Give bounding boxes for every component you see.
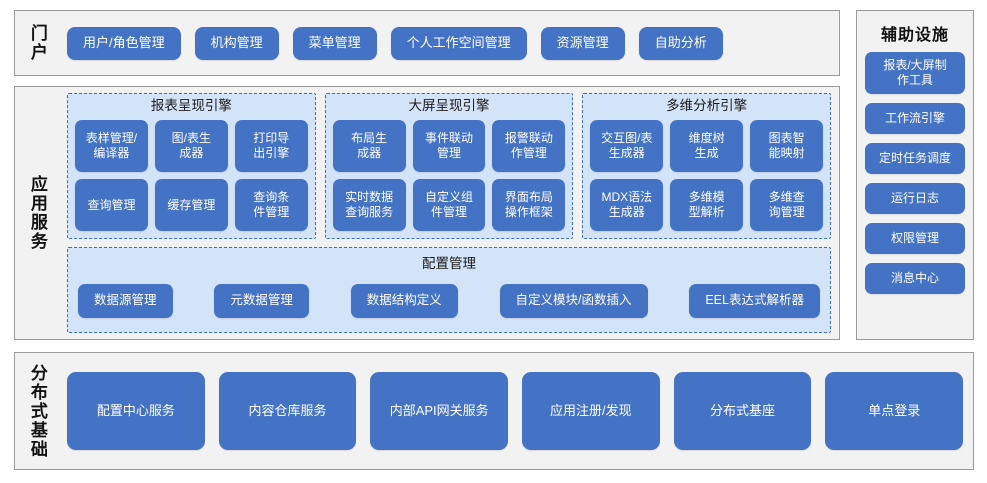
portal-section: 门户 用户/角色管理机构管理菜单管理个人工作空间管理资源管理自助分析 [14,10,840,76]
distributed-item-3[interactable]: 应用注册/发现 [522,372,660,450]
engine-0-item-5[interactable]: 查询条 件管理 [234,178,308,231]
engine-0-item-0[interactable]: 表样管理/ 编译器 [75,119,148,172]
aux-item-4[interactable]: 权限管理 [865,223,965,254]
engine-group-title-0: 报表呈现引擎 [150,98,232,113]
portal-item-1[interactable]: 机构管理 [194,26,279,60]
engine-1-item-4[interactable]: 自定义组 件管理 [412,178,486,231]
engine-1-item-3[interactable]: 实时数据 查询服务 [332,178,406,231]
aux-item-0[interactable]: 报表/大屏制 作工具 [865,52,965,94]
config-management-group: 配置管理 数据源管理 元数据管理 数据结构定义 自定义模块/函数插入 EEL表达式解析器 [67,247,831,333]
portal-item-0[interactable]: 用户/角色管理 [67,26,181,60]
application-services-label: 应用服务 [27,175,47,251]
config-item-1[interactable]: 元数据管理 [214,283,309,318]
config-item-3[interactable]: 自定义模块/函数插入 [499,283,648,318]
portal-item-2[interactable]: 菜单管理 [292,26,377,60]
aux-item-5[interactable]: 消息中心 [865,263,965,294]
engine-item-grid-0: 表样管理/ 编译器图/表生 成器打印导 出引擎查询管理缓存管理查询条 件管理 [75,119,308,231]
engine-1-item-0[interactable]: 布局生 成器 [332,119,406,172]
aux-facilities-title: 辅助设施 [880,27,949,44]
engine-0-item-4[interactable]: 缓存管理 [154,178,228,231]
config-item-4[interactable]: EEL表达式解析器 [689,283,820,318]
distributed-item-0[interactable]: 配置中心服务 [67,372,205,450]
aux-item-2[interactable]: 定时任务调度 [865,143,965,174]
engine-2-item-0[interactable]: 交互图/表 生成器 [590,119,664,172]
application-services-body: 报表呈现引擎表样管理/ 编译器图/表生 成器打印导 出引擎查询管理缓存管理查询条… [67,93,832,333]
distributed-base-section: 分布式基础 配置中心服务内容仓库服务内部API网关服务应用注册/发现分布式基座单… [14,352,974,470]
portal-item-5[interactable]: 自助分析 [638,26,723,60]
engine-group-title-1: 大屏呈现引擎 [408,98,490,113]
engine-2-item-4[interactable]: 多维模 型解析 [670,178,744,231]
engine-item-grid-1: 布局生 成器事件联动 管理报警联动 作管理实时数据 查询服务自定义组 件管理界面… [332,119,566,231]
engine-2-item-1[interactable]: 维度树 生成 [670,119,744,172]
config-management-title: 配置管理 [422,256,476,271]
engine-0-item-3[interactable]: 查询管理 [75,178,148,231]
config-item-0[interactable]: 数据源管理 [78,283,173,318]
engine-item-grid-2: 交互图/表 生成器维度树 生成图表智 能映射 MDX语法 生成器多维模 型解析多维… [590,119,824,231]
distributed-base-list: 配置中心服务内容仓库服务内部API网关服务应用注册/发现分布式基座单点登录 [67,353,964,469]
engine-2-item-3[interactable]: MDX语法 生成器 [590,178,664,231]
engine-group-title-2: 多维分析引擎 [666,98,748,113]
engine-1-item-2[interactable]: 报警联动 作管理 [492,119,566,172]
distributed-item-1[interactable]: 内容仓库服务 [218,372,357,450]
aux-facilities-section: 辅助设施 报表/大屏制 作工具工作流引擎定时任务调度运行日志权限管理消息中心 [856,10,974,340]
distributed-item-4[interactable]: 分布式基座 [673,372,812,450]
aux-item-3[interactable]: 运行日志 [865,183,965,214]
distributed-item-5[interactable]: 单点登录 [825,372,964,450]
engine-0-item-2[interactable]: 打印导 出引擎 [234,119,308,172]
distributed-base-label: 分布式基础 [27,363,47,459]
engine-group-list: 报表呈现引擎表样管理/ 编译器图/表生 成器打印导 出引擎查询管理缓存管理查询条… [67,93,832,239]
engine-2-item-5[interactable]: 多维查 询管理 [750,178,824,231]
engine-0-item-1[interactable]: 图/表生 成器 [154,119,228,172]
application-services-section: 应用服务 报表呈现引擎表样管理/ 编译器图/表生 成器打印导 出引擎查询管理缓存… [14,86,840,340]
engine-group-0: 报表呈现引擎表样管理/ 编译器图/表生 成器打印导 出引擎查询管理缓存管理查询条… [67,93,316,239]
portal-item-4[interactable]: 资源管理 [540,26,625,60]
engine-2-item-2[interactable]: 图表智 能映射 [750,119,824,172]
engine-group-2: 多维分析引擎交互图/表 生成器维度树 生成图表智 能映射 MDX语法 生成器多维模… [582,93,832,239]
aux-facilities-list: 报表/大屏制 作工具工作流引擎定时任务调度运行日志权限管理消息中心 [865,52,965,294]
distributed-item-2[interactable]: 内部API网关服务 [370,372,509,450]
engine-group-1: 大屏呈现引擎布局生 成器事件联动 管理报警联动 作管理实时数据 查询服务自定义组… [324,93,574,239]
config-management-list: 数据源管理 元数据管理 数据结构定义 自定义模块/函数插入 EEL表达式解析器 [78,277,820,324]
engine-1-item-5[interactable]: 界面布局 操作框架 [492,178,566,231]
portal-item-list: 用户/角色管理机构管理菜单管理个人工作空间管理资源管理自助分析 [67,11,829,75]
portal-item-3[interactable]: 个人工作空间管理 [390,26,527,60]
engine-1-item-1[interactable]: 事件联动 管理 [412,119,486,172]
portal-section-label: 门户 [27,24,47,62]
config-item-2[interactable]: 数据结构定义 [350,283,458,318]
aux-item-1[interactable]: 工作流引擎 [865,103,965,134]
